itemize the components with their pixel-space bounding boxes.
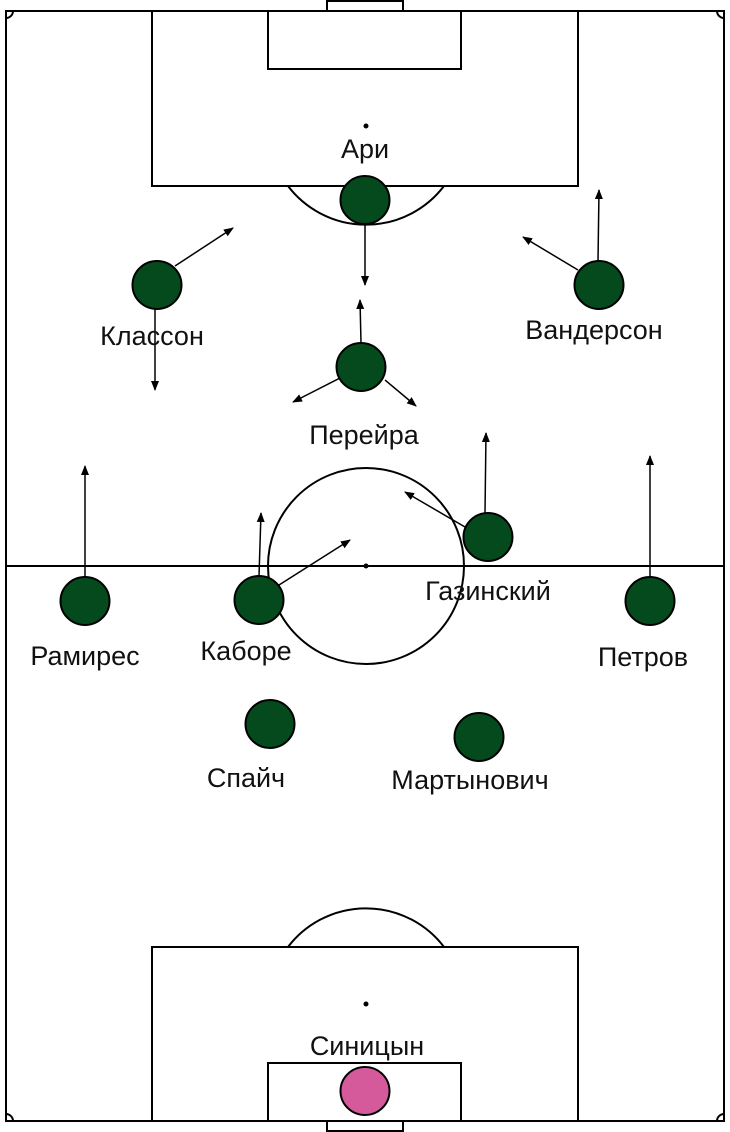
- movement-arrow: [278, 539, 351, 586]
- player-name: Ари: [341, 134, 389, 164]
- player-marker[interactable]: [462, 512, 514, 562]
- player-marker[interactable]: [573, 260, 625, 310]
- player-name: Газинский: [425, 576, 551, 606]
- movement-arrow: [481, 432, 490, 514]
- movement-arrow: [256, 512, 265, 577]
- movement-arrow: [174, 227, 234, 267]
- player[interactable]: Рамирес: [30, 576, 140, 671]
- movement-arrow: [356, 299, 365, 344]
- center-circle: [267, 467, 465, 665]
- player[interactable]: Синицын: [310, 1031, 424, 1116]
- bottom-penalty-spot: [363, 1001, 369, 1007]
- player[interactable]: Перейра: [309, 342, 420, 450]
- corner-arc: [5, 10, 14, 19]
- player-name: Рамирес: [30, 641, 139, 671]
- player-marker[interactable]: [131, 260, 183, 310]
- movement-arrow: [292, 377, 341, 403]
- player-marker[interactable]: [233, 575, 285, 625]
- bottom-goal: [326, 1120, 404, 1132]
- player[interactable]: Каборе: [200, 575, 292, 666]
- player[interactable]: Спайч: [207, 699, 296, 793]
- player[interactable]: Петров: [598, 576, 688, 672]
- player-name: Перейра: [309, 420, 420, 450]
- player-name: Каборе: [200, 636, 291, 666]
- player-name: Петров: [598, 642, 688, 672]
- player-marker[interactable]: [453, 712, 505, 762]
- movement-arrow: [404, 491, 466, 528]
- player-marker[interactable]: [59, 576, 111, 626]
- bottom-penalty-arc: [287, 907, 445, 948]
- goalkeeper-marker[interactable]: [339, 1066, 391, 1116]
- movement-arrow: [594, 189, 603, 262]
- player[interactable]: Вандерсон: [525, 260, 663, 345]
- movement-arrow: [522, 236, 579, 271]
- top-goal: [326, 0, 404, 12]
- movement-arrow: [384, 379, 417, 407]
- player-marker[interactable]: [339, 175, 391, 225]
- bottom-goal-area: [267, 1062, 462, 1122]
- player-name: Классон: [100, 321, 204, 351]
- player[interactable]: Ари: [339, 134, 391, 225]
- player[interactable]: Классон: [100, 260, 204, 351]
- player-marker[interactable]: [244, 699, 296, 749]
- player-name: Вандерсон: [525, 315, 662, 345]
- player[interactable]: Мартынович: [391, 712, 549, 795]
- top-goal-area: [267, 10, 462, 70]
- player-marker[interactable]: [335, 342, 387, 392]
- center-spot: [363, 563, 369, 569]
- corner-arc: [5, 1113, 14, 1122]
- player-name: Мартынович: [391, 765, 548, 795]
- pitch-markings: [5, 0, 725, 1132]
- player-name: Спайч: [207, 763, 285, 793]
- player-name: Синицын: [310, 1031, 424, 1061]
- corner-arc: [716, 1113, 725, 1122]
- corner-arc: [716, 10, 725, 19]
- player[interactable]: Газинский: [425, 512, 551, 606]
- movement-arrows: [81, 189, 654, 586]
- top-penalty-spot: [363, 123, 369, 129]
- player-marker[interactable]: [624, 576, 676, 626]
